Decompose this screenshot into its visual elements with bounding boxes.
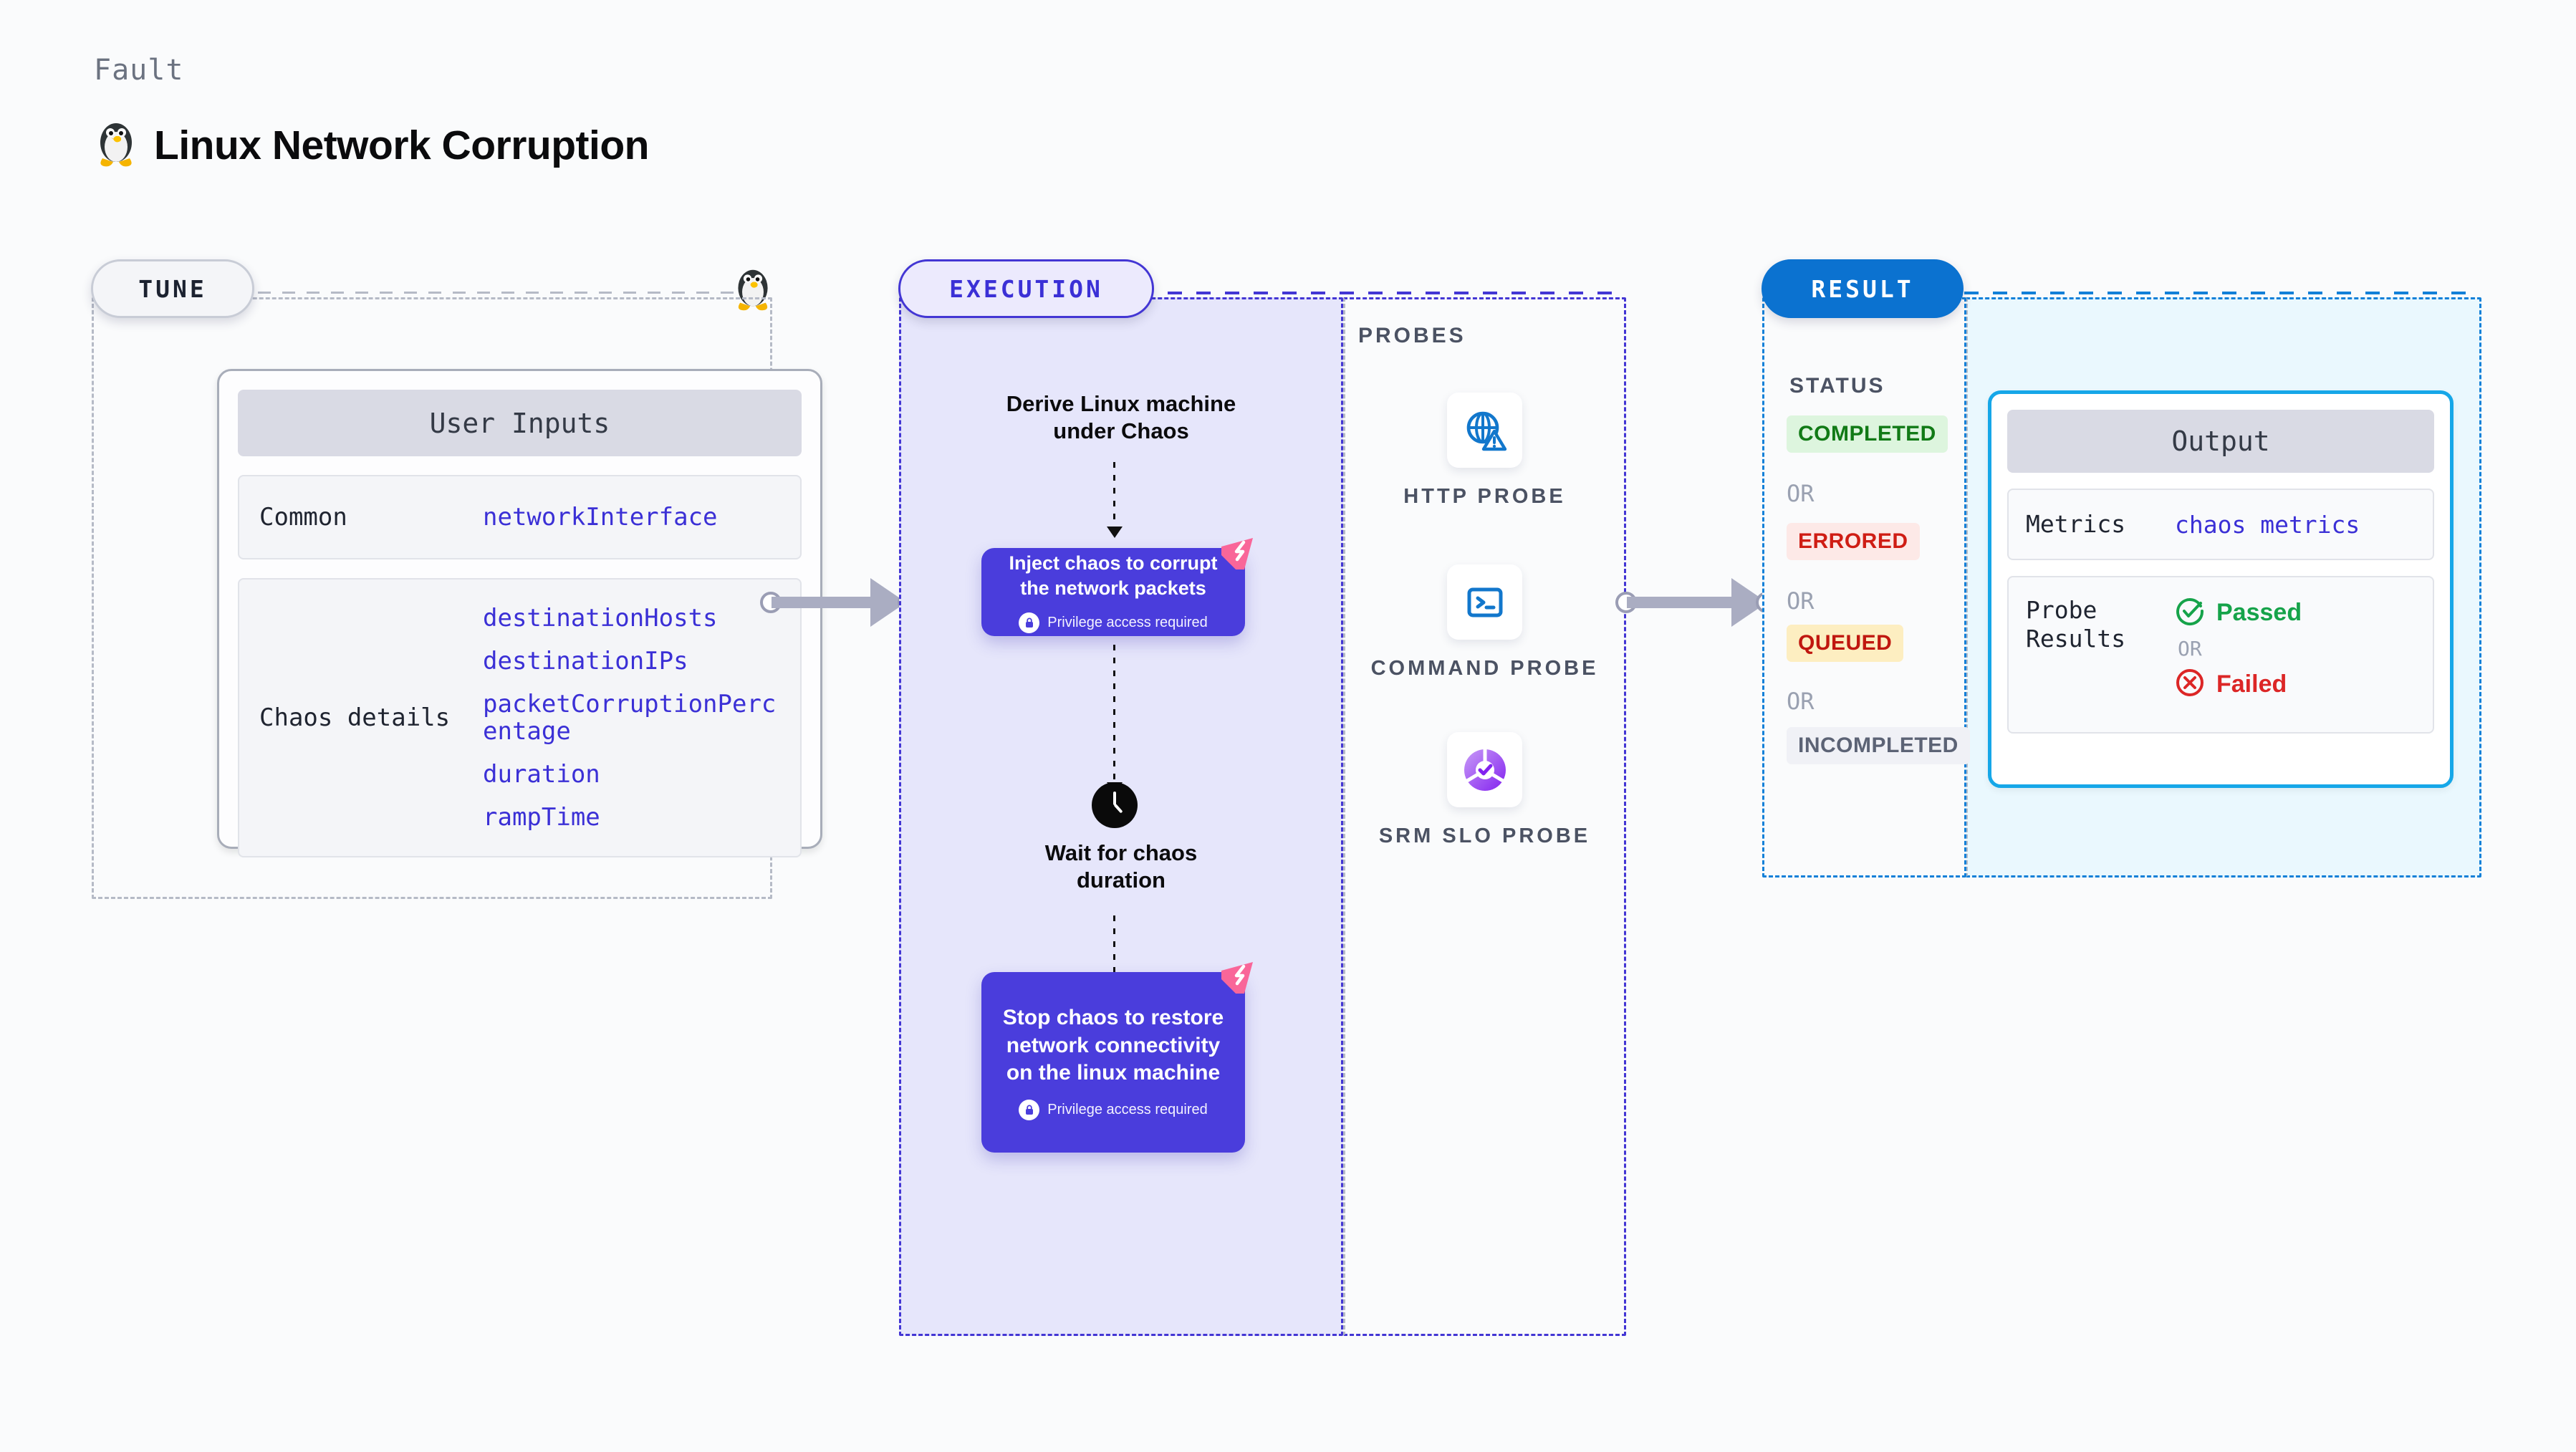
- tune-value-networkinterface[interactable]: networkInterface: [483, 502, 718, 532]
- lock-icon: [1019, 612, 1040, 634]
- arrow-shaft: [772, 597, 878, 608]
- probe-result-or: OR: [2178, 637, 2202, 660]
- status-or-1: OR: [1787, 480, 1815, 507]
- status-or-2: OR: [1787, 587, 1815, 615]
- probe-label-http: HTTP PROBE: [1403, 485, 1566, 508]
- result-panel: RESULT: [1762, 259, 1966, 878]
- arrow-execution-to-result: [1615, 569, 1777, 634]
- tune-value-destinationips[interactable]: destinationIPs: [483, 646, 688, 675]
- tune-value-packetcorruptionpercentage[interactable]: packetCorruptionPercentage: [483, 689, 777, 746]
- result-panel-border: [1762, 297, 1966, 878]
- result-pill-label[interactable]: RESULT: [1762, 259, 1964, 318]
- execution-connector-line: [1168, 292, 1626, 294]
- probes-panel-border: [1343, 297, 1626, 1336]
- page-title-row: Linux Network Corruption: [94, 118, 649, 172]
- status-badge-completed: COMPLETED: [1787, 415, 1948, 453]
- output-metrics-value[interactable]: chaos metrics: [2175, 510, 2360, 539]
- probe-result-failed: Failed: [2175, 668, 2302, 701]
- tune-value-destinationhosts[interactable]: destinationHosts: [483, 603, 718, 633]
- tune-section-common-key: Common: [259, 502, 347, 532]
- probe-result-failed-label: Failed: [2216, 670, 2287, 698]
- page-title: Linux Network Corruption: [154, 122, 649, 168]
- execution-flow-arrow-1: [1107, 527, 1123, 538]
- x-circle-icon: [2175, 668, 2205, 701]
- tune-section-chaos-details-key: Chaos details: [259, 703, 451, 732]
- output-card-title: Output: [2007, 410, 2434, 473]
- clock-icon: [1092, 782, 1138, 828]
- execution-step-stop-label: Stop chaos to restore network connectivi…: [1002, 1006, 1224, 1085]
- status-badge-queued: QUEUED: [1787, 625, 1904, 662]
- execution-step-inject-box[interactable]: Inject chaos to corrupt the network pack…: [981, 538, 1253, 636]
- probes-title: PROBES: [1358, 324, 1466, 347]
- execution-step-inject-privilege: Privilege access required: [1019, 612, 1208, 634]
- probes-panel: [1343, 297, 1626, 1336]
- execution-flow-line-2: [1113, 645, 1115, 788]
- probe-item-srm-slo[interactable]: SRM SLO PROBE: [1343, 732, 1626, 850]
- probe-item-command[interactable]: COMMAND PROBE: [1343, 564, 1626, 683]
- probe-result-passed: Passed: [2175, 596, 2302, 630]
- lock-icon: [1019, 1099, 1040, 1120]
- tune-value-duration[interactable]: duration: [483, 760, 600, 789]
- tune-section-common-values: networkInterface: [483, 504, 718, 531]
- execution-step-stop-privilege: Privilege access required: [1019, 1099, 1208, 1120]
- probe-label-srm-slo: SRM SLO PROBE: [1378, 824, 1591, 847]
- status-or-3: OR: [1787, 688, 1815, 715]
- status-title: STATUS: [1789, 374, 1885, 398]
- result-connector-line: [1964, 292, 2480, 294]
- tune-section-common: Common networkInterface: [238, 475, 802, 559]
- probe-item-http[interactable]: HTTP PROBE: [1343, 393, 1626, 511]
- execution-step-stop-box[interactable]: Stop chaos to restore network connectivi…: [981, 962, 1253, 1153]
- tune-value-ramptime[interactable]: rampTime: [483, 803, 600, 832]
- page-kicker: Fault: [94, 54, 184, 87]
- execution-flow-line-3: [1113, 915, 1115, 979]
- status-badge-incompleted: INCOMPLETED: [1787, 727, 1970, 764]
- terminal-icon: [1447, 564, 1522, 640]
- tune-section-chaos-details-values: destinationHosts destinationIPs packetCo…: [483, 603, 784, 832]
- user-inputs-card: User Inputs Common networkInterface Chao…: [217, 369, 822, 857]
- execution-step-stop-privilege-text: Privilege access required: [1047, 1101, 1208, 1117]
- status-badge-errored: ERRORED: [1787, 523, 1920, 560]
- arrow-tune-to-execution: [760, 569, 919, 634]
- tune-connector-line: [258, 292, 759, 294]
- harness-logo-icon: [1217, 955, 1260, 998]
- execution-step-inject-label: Inject chaos to corrupt the network pack…: [1009, 552, 1218, 599]
- execution-flow-line-1: [1113, 462, 1115, 532]
- check-circle-icon: [2175, 596, 2205, 630]
- output-metrics-key: Metrics: [2026, 510, 2126, 539]
- execution-pill-label[interactable]: EXECUTION: [898, 259, 1154, 318]
- slo-donut-check-icon: [1447, 732, 1522, 807]
- output-probe-results-values: Passed OR Failed: [2175, 596, 2302, 701]
- tune-pill-label[interactable]: TUNE: [91, 259, 254, 318]
- output-section-metrics: Metrics chaos metrics: [2007, 489, 2434, 560]
- user-inputs-title: User Inputs: [238, 390, 802, 456]
- linux-tux-icon: [94, 118, 138, 172]
- globe-warning-icon: [1447, 393, 1522, 468]
- arrow-shaft: [1627, 597, 1750, 608]
- tune-section-chaos-details: Chaos details destinationHosts destinati…: [238, 578, 802, 857]
- probe-label-command: COMMAND PROBE: [1370, 657, 1599, 680]
- tune-panel: TUNE User Inputs Common networkInterface…: [91, 259, 822, 899]
- harness-logo-icon: [1217, 531, 1260, 574]
- probe-result-passed-label: Passed: [2216, 599, 2302, 626]
- execution-step-inject-privilege-text: Privilege access required: [1047, 615, 1208, 631]
